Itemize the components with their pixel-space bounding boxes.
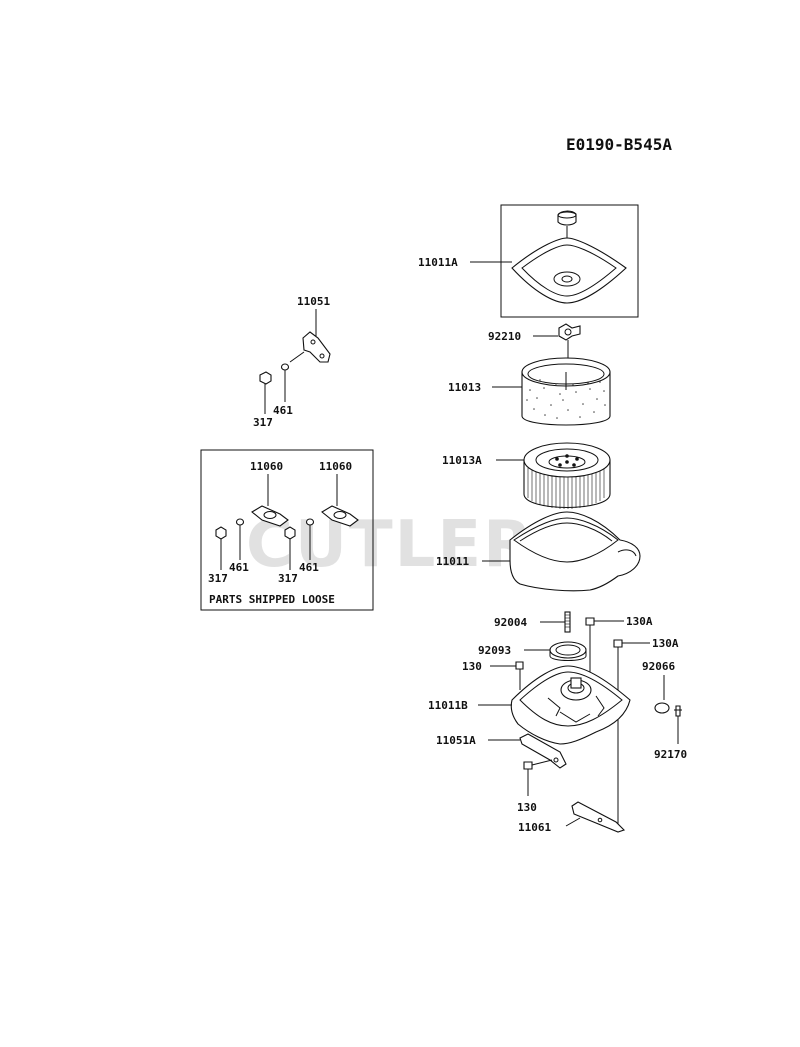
label-11051: 11051 [297,295,330,308]
bracket-11051[interactable] [302,331,331,363]
plug-92066[interactable] [654,702,670,714]
air-cleaner-base[interactable] [510,665,631,745]
label-92004: 92004 [494,616,527,629]
label-317-right: 317 [278,572,298,585]
label-130-left: 130 [462,660,482,673]
loose-parts-caption: PARTS SHIPPED LOOSE [209,593,335,606]
label-11013A: 11013A [442,454,482,467]
nut-317-left[interactable] [215,526,227,540]
label-130A-lower: 130A [652,637,679,650]
washer-461-right[interactable] [305,518,315,526]
label-92093: 92093 [478,644,511,657]
bolt-130-left[interactable] [515,661,524,690]
washer-461-top[interactable] [280,363,290,371]
label-11051A: 11051A [436,734,476,747]
seal-ring[interactable] [549,641,587,661]
cover-knob[interactable] [557,210,577,226]
label-461-left: 461 [229,561,249,574]
bolt-130A-lower[interactable] [613,639,623,830]
label-317-left: 317 [208,572,228,585]
label-92210: 92210 [488,330,521,343]
wing-nut[interactable] [558,323,581,341]
nut-317-top[interactable] [259,371,272,385]
bracket-11051A[interactable] [519,733,567,769]
plate-11061[interactable] [571,801,626,833]
label-11011A: 11011A [418,256,458,269]
label-11011B: 11011B [428,699,468,712]
gasket-11060-right[interactable] [321,505,359,527]
label-11060-right: 11060 [319,460,352,473]
label-130A-upper: 130A [626,615,653,628]
label-92066: 92066 [642,660,675,673]
label-11013: 11013 [448,381,481,394]
clip-92170[interactable] [674,705,682,717]
label-11011: 11011 [436,555,469,568]
pre-cleaner-foam[interactable] [521,357,611,426]
label-461-right: 461 [299,561,319,574]
label-461-top: 461 [273,404,293,417]
bolt-130-bottom[interactable] [523,761,533,770]
nut-317-right[interactable] [284,526,296,540]
gasket-11060-left[interactable] [251,505,289,527]
air-cleaner-cover[interactable] [511,237,627,304]
washer-461-left[interactable] [235,518,245,526]
filter-element[interactable] [523,442,611,509]
cover-frame [500,204,639,318]
label-92170: 92170 [654,748,687,761]
label-317-top: 317 [253,416,273,429]
loose-parts-frame [200,449,374,611]
label-11060-left: 11060 [250,460,283,473]
air-cleaner-housing[interactable] [509,511,641,592]
bolt-130A-upper[interactable] [585,617,595,680]
stud-bolt[interactable] [564,611,571,633]
label-130-bottom: 130 [517,801,537,814]
label-11061: 11061 [518,821,551,834]
diagram-code: E0190-B545A [566,135,672,154]
